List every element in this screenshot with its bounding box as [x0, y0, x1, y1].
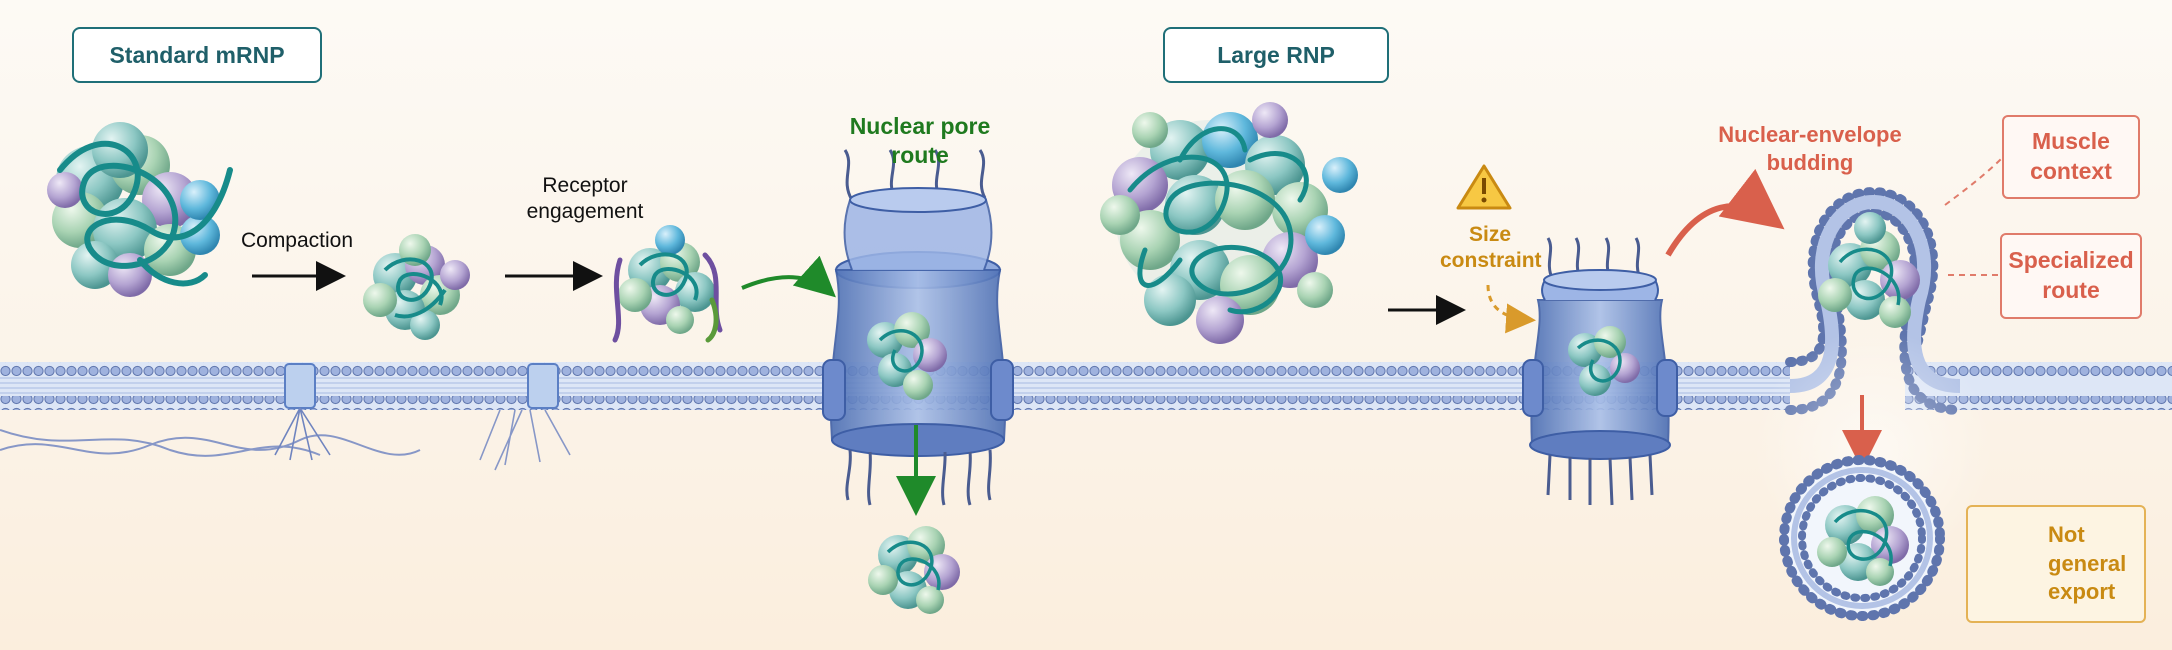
nuclear-pore-complex [822, 149, 1014, 506]
compaction-label: Compaction [240, 229, 354, 252]
exported-mrnp-particle [868, 526, 960, 614]
membrane-channel-2 [527, 363, 559, 409]
large-rnp-label: Large RNP [1163, 27, 1389, 83]
standard-mrnp-label: Standard mRNP [72, 27, 322, 83]
standard-mrnp-particle [47, 122, 233, 297]
muscle-context-label: Muscle context [2002, 115, 2140, 199]
membrane-channel-1 [274, 363, 331, 461]
warning-icon [1456, 164, 1512, 210]
budding-particle [1818, 212, 1920, 328]
nuclear-envelope-budding-label: Nuclear-envelope budding [1718, 122, 1902, 175]
released-vesicle [1779, 455, 1945, 621]
receptor-bound-particle [612, 225, 723, 343]
not-general-export-label: Not general export [2048, 522, 2127, 605]
compacted-mrnp-particle [363, 234, 470, 340]
large-rnp-particle [1100, 102, 1358, 344]
receptor-engagement-label: Receptor engagement [526, 174, 644, 224]
not-general-export-box: Not general export [1966, 505, 2146, 623]
size-constraint-label: Size constraint [1440, 223, 1542, 273]
specialized-route-label: Specialized route [2000, 233, 2142, 319]
nuclear-pore-complex-constrained [1522, 237, 1678, 506]
nuclear-pore-route-label: Nuclear pore route [849, 113, 991, 168]
